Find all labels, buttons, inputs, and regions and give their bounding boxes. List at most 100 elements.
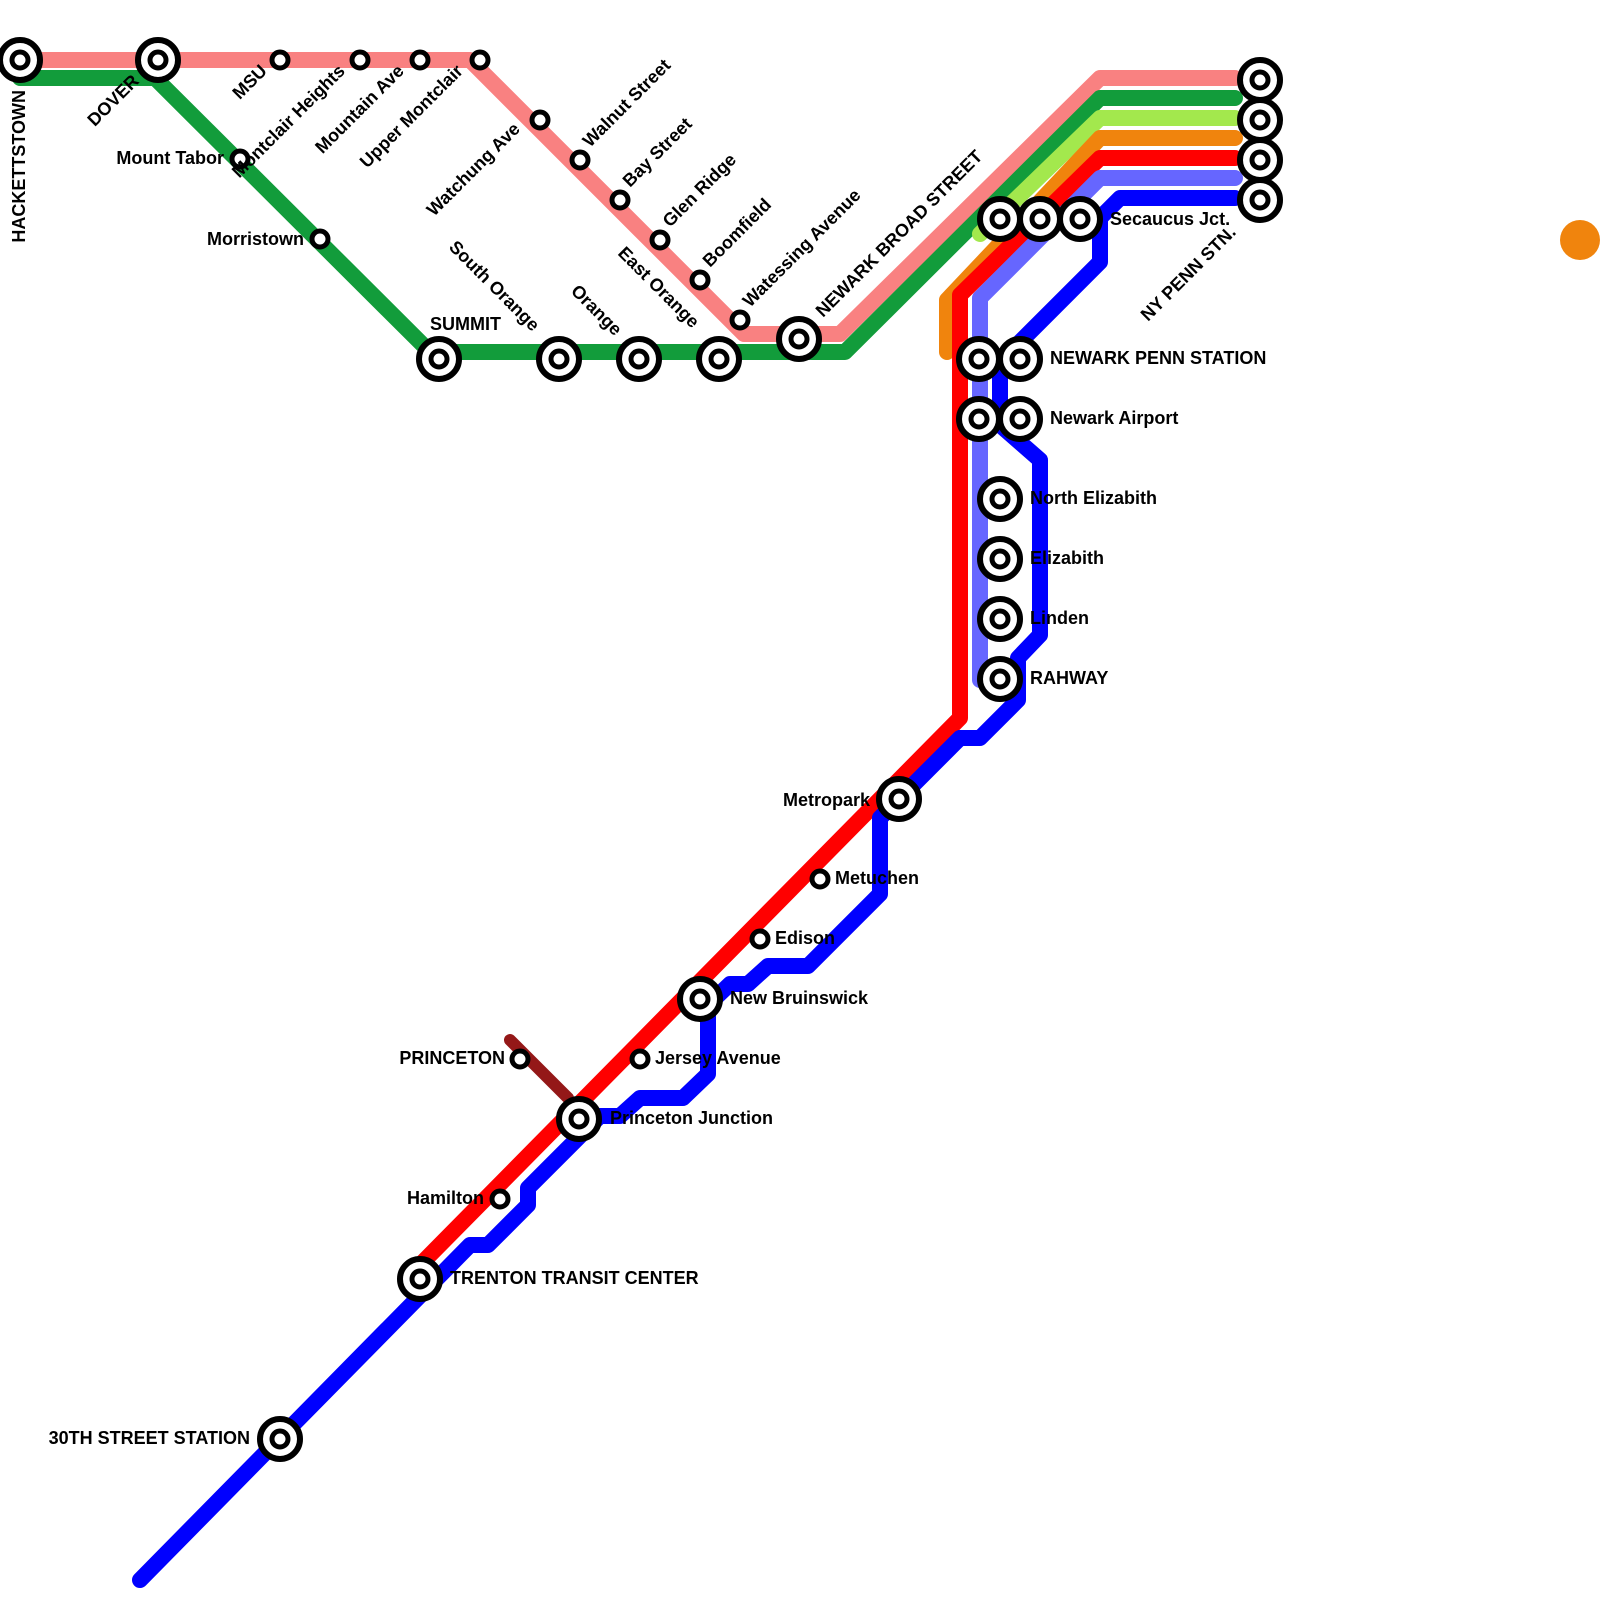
label-princeton: PRINCETON bbox=[399, 1048, 505, 1068]
station-core-orange bbox=[628, 348, 650, 370]
route-red bbox=[412, 150, 1243, 1273]
label-thirtieth-street: 30TH STREET STATION bbox=[49, 1428, 250, 1448]
station-hub-trenton bbox=[397, 1256, 443, 1302]
station-core-newark-penn-b bbox=[1009, 348, 1031, 370]
station-hamilton bbox=[489, 1188, 511, 1210]
label-north-elizabeth: North Elizabith bbox=[1030, 488, 1157, 508]
label-trenton: TRENTON TRANSIT CENTER bbox=[450, 1268, 699, 1288]
station-hub-newark-broad-street bbox=[776, 316, 822, 362]
station-core-ny-penn-3 bbox=[1249, 149, 1271, 171]
station-core-ny-penn-1 bbox=[1249, 69, 1271, 91]
station-watessing-avenue bbox=[729, 309, 751, 331]
label-princeton-junction: Princeton Junction bbox=[610, 1108, 773, 1128]
label-orange: Orange bbox=[567, 281, 626, 340]
station-hub-orange bbox=[616, 336, 662, 382]
station-hub-metropark bbox=[876, 776, 922, 822]
station-core-metropark bbox=[888, 788, 910, 810]
label-upper-montclair: Upper Montclair bbox=[356, 61, 467, 172]
station-core-trenton bbox=[409, 1268, 431, 1290]
station-hub-secaucus-b bbox=[1017, 196, 1063, 242]
station-core-elizabeth bbox=[989, 548, 1011, 570]
label-glen-ridge: Glen Ridge bbox=[659, 150, 740, 231]
label-secaucus: Secaucus Jct. bbox=[1110, 209, 1230, 229]
station-hub-ny-penn-2 bbox=[1237, 97, 1283, 143]
station-hub-princeton-junction bbox=[556, 1096, 602, 1142]
label-boomfield: Boomfield bbox=[699, 194, 775, 270]
route-blue-main bbox=[132, 190, 1243, 1588]
label-rahway: RAHWAY bbox=[1030, 668, 1108, 688]
station-hub-new-brunswick bbox=[677, 976, 723, 1022]
station-core-newark-airport-a bbox=[968, 408, 990, 430]
station-core-thirtieth-street bbox=[269, 1428, 291, 1450]
label-hackettstown: HACKETTSTOWN bbox=[9, 90, 29, 243]
station-princeton bbox=[509, 1048, 531, 1070]
label-newark-airport: Newark Airport bbox=[1050, 408, 1178, 428]
station-glen-ridge bbox=[649, 229, 671, 251]
station-hub-south-orange bbox=[536, 336, 582, 382]
station-core-summit bbox=[428, 348, 450, 370]
station-hub-ny-penn-4 bbox=[1237, 177, 1283, 223]
station-msu bbox=[269, 49, 291, 71]
station-core-princeton-junction bbox=[568, 1108, 590, 1130]
station-core-rahway bbox=[989, 668, 1011, 690]
route-lines bbox=[12, 52, 1243, 1588]
station-hub-newark-penn-a bbox=[956, 336, 1002, 382]
station-core-dover bbox=[147, 49, 169, 71]
station-core-north-elizabeth bbox=[989, 488, 1011, 510]
station-metuchen bbox=[809, 868, 831, 890]
station-hub-summit bbox=[416, 336, 462, 382]
label-elizabeth: Elizabith bbox=[1030, 548, 1104, 568]
station-montclair-heights bbox=[349, 49, 371, 71]
station-core-secaucus-c bbox=[1069, 208, 1091, 230]
label-ny-penn: NY PENN STN. bbox=[1137, 222, 1240, 325]
label-morristown: Morristown bbox=[207, 229, 304, 249]
label-summit: SUMMIT bbox=[430, 314, 501, 334]
station-core-newark-broad-street bbox=[788, 328, 810, 350]
station-bay-street bbox=[609, 189, 631, 211]
stations bbox=[0, 37, 1283, 1462]
station-walnut-street bbox=[569, 149, 591, 171]
label-linden: Linden bbox=[1030, 608, 1089, 628]
station-hub-linden bbox=[977, 596, 1023, 642]
station-hub-ny-penn-1 bbox=[1237, 57, 1283, 103]
station-hub-hackettstown bbox=[0, 37, 43, 83]
station-core-secaucus-b bbox=[1029, 208, 1051, 230]
label-newark-penn: NEWARK PENN STATION bbox=[1050, 348, 1266, 368]
station-hub-rahway bbox=[977, 656, 1023, 702]
station-core-new-brunswick bbox=[689, 988, 711, 1010]
station-hub-newark-airport-a bbox=[956, 396, 1002, 442]
station-core-hackettstown bbox=[9, 49, 31, 71]
label-jersey-avenue: Jersey Avenue bbox=[655, 1048, 781, 1068]
station-hub-ny-penn-3 bbox=[1237, 137, 1283, 183]
label-bay-street: Bay Street bbox=[619, 114, 696, 191]
station-jersey-avenue bbox=[629, 1048, 651, 1070]
station-hub-elizabeth bbox=[977, 536, 1023, 582]
station-hub-secaucus-a bbox=[977, 196, 1023, 242]
station-morristown bbox=[309, 228, 331, 250]
station-core-newark-airport-b bbox=[1009, 408, 1031, 430]
station-hub-north-elizabeth bbox=[977, 476, 1023, 522]
labels: HACKETTSTOWN DOVER MSU Montclair Heights… bbox=[9, 55, 1266, 1448]
legend-marker-dot bbox=[1560, 220, 1600, 260]
label-mount-tabor: Mount Tabor bbox=[116, 148, 224, 168]
station-hub-east-orange bbox=[696, 336, 742, 382]
station-core-ny-penn-2 bbox=[1249, 109, 1271, 131]
label-metropark: Metropark bbox=[783, 790, 871, 810]
label-edison: Edison bbox=[775, 928, 835, 948]
station-core-linden bbox=[989, 608, 1011, 630]
station-core-south-orange bbox=[548, 348, 570, 370]
route-light-green bbox=[972, 110, 1243, 242]
station-upper-montclair bbox=[469, 49, 491, 71]
label-metuchen: Metuchen bbox=[835, 868, 919, 888]
station-hub-newark-airport-b bbox=[997, 396, 1043, 442]
label-new-brunswick: New Bruinswick bbox=[730, 988, 869, 1008]
label-hamilton: Hamilton bbox=[407, 1188, 484, 1208]
station-boomfield bbox=[689, 269, 711, 291]
label-watchung-ave: Watchung Ave bbox=[423, 119, 524, 220]
station-core-ny-penn-4 bbox=[1249, 189, 1271, 211]
station-edison bbox=[749, 928, 771, 950]
station-hub-thirtieth-street bbox=[257, 1416, 303, 1462]
station-core-newark-penn-a bbox=[968, 348, 990, 370]
station-watchung-ave bbox=[529, 109, 551, 131]
